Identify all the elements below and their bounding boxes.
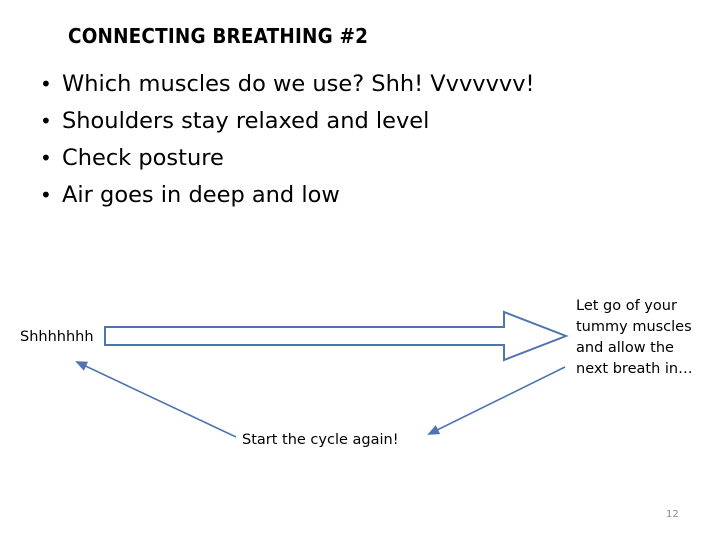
block-arrow-right-icon bbox=[104, 310, 569, 362]
right-label: Let go of your tummy muscles and allow t… bbox=[576, 296, 693, 380]
bullet-text: Which muscles do we use? Shh! Vvvvvvv! bbox=[62, 71, 535, 97]
bullet-text: Shoulders stay relaxed and level bbox=[62, 108, 430, 134]
bullet-item: • Check posture bbox=[40, 140, 535, 177]
left-label: Shhhhhhh bbox=[20, 329, 94, 345]
right-label-line: tummy muscles bbox=[576, 319, 692, 335]
bullet-text: Check posture bbox=[62, 145, 224, 171]
bullet-dot: • bbox=[40, 72, 52, 96]
page-number: 12 bbox=[666, 509, 679, 520]
slide-title: CONNECTING BREATHING #2 bbox=[68, 24, 369, 48]
bullet-item: • Shoulders stay relaxed and level bbox=[40, 103, 535, 140]
right-label-line: Let go of your bbox=[576, 298, 677, 314]
bullet-text: Air goes in deep and low bbox=[62, 182, 340, 208]
bullet-list: •Which muscles do we use? Shh! Vvvvvvv! … bbox=[40, 66, 535, 214]
arrow-up-left-icon bbox=[75, 361, 237, 438]
bottom-label: Start the cycle again! bbox=[242, 432, 399, 448]
bullet-dot: • bbox=[40, 146, 52, 170]
bullet-item: • Which muscles do we use? Shh! Vvvvvvv! bbox=[40, 66, 535, 103]
bullet-item: • Air goes in deep and low bbox=[40, 177, 535, 214]
right-label-line: and allow the bbox=[576, 340, 674, 356]
bullet-dot: • bbox=[40, 109, 52, 133]
arrow-down-left-icon bbox=[427, 366, 566, 435]
bullet-dot: • bbox=[40, 183, 52, 207]
right-label-line: next breath in… bbox=[576, 361, 693, 377]
